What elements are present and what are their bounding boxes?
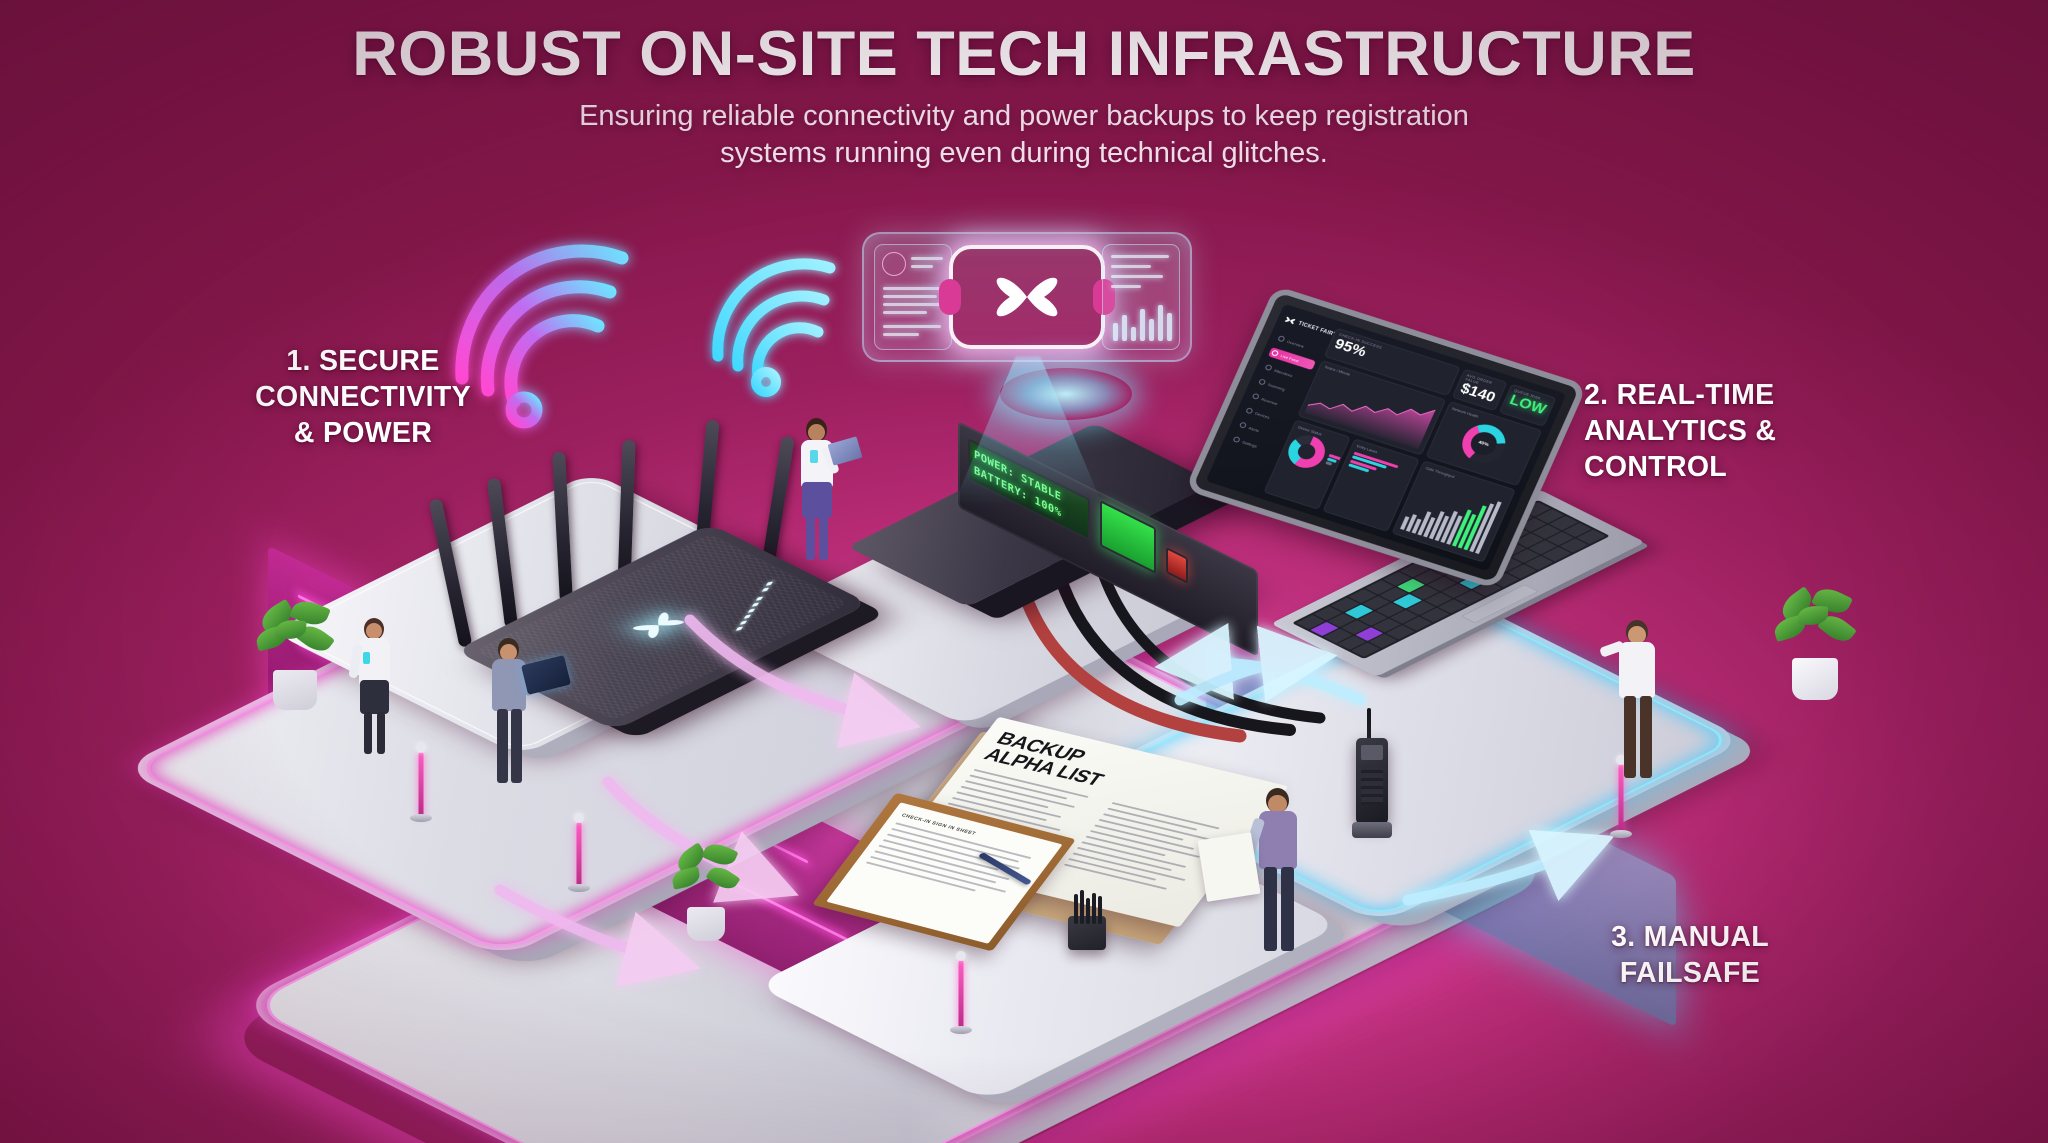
backup-paper-stack: BACKUP ALPHA LIST: [812, 690, 1320, 990]
header: ROBUST ON-SITE TECH INFRASTRUCTURE Ensur…: [0, 22, 2048, 172]
butterfly-logo-icon: [633, 612, 685, 639]
butterfly-logo-icon: [996, 277, 1058, 317]
ups-power-button[interactable]: [1166, 546, 1188, 584]
wifi-signal-icon-secondary: [710, 258, 840, 397]
callout-line-3: CONTROL: [1584, 450, 1727, 483]
sidebar-item-label: Live Feed: [1280, 352, 1300, 363]
callout-secure-connectivity: 1. SECURE CONNECTIVITY & POWER: [218, 344, 508, 452]
callout-line-1: 2. REAL-TIME: [1584, 379, 1775, 411]
subtitle-line-1: Ensuring reliable connectivity and power…: [579, 100, 1469, 133]
butterfly-logo-icon: [1284, 316, 1296, 325]
potted-plant-icon: [1771, 583, 1858, 700]
staff-person-desk: [1197, 788, 1310, 956]
dashboard-brand-name: TICKET FAIRY: [1297, 320, 1338, 338]
queue-stanchion-icon: [948, 951, 974, 1034]
laptop-lid: TICKET FAIRY Overview Live Feed Attendee…: [1193, 292, 1579, 583]
kpi-value: LOW: [1506, 391, 1549, 419]
analytics-laptop[interactable]: TICKET FAIRY Overview Live Feed Attendee…: [1193, 292, 1694, 677]
pen-cup: [1068, 890, 1106, 950]
callout-line-3: & POWER: [293, 416, 433, 449]
staff-person-ups: [790, 418, 863, 568]
chart-gate-throughput: Gate Throughput: [1391, 460, 1516, 563]
callout-real-time-analytics: 2. REAL-TIME ANALYTICS & CONTROL: [1584, 378, 1884, 486]
dashboard-brand: TICKET FAIRY: [1282, 314, 1337, 338]
walkie-talkie-icon: [1352, 708, 1392, 838]
sidebar-item-label: Settings: [1241, 439, 1259, 449]
callout-line-2: CONNECTIVITY: [255, 380, 471, 413]
staff-person-left: [348, 618, 402, 758]
queue-stanchion-icon: [1608, 755, 1634, 838]
sidebar-item-label: Alerts: [1248, 424, 1261, 433]
potted-plant-icon: [670, 839, 742, 941]
queue-stanchion-icon: [566, 813, 592, 892]
dashboard-sidebar[interactable]: TICKET FAIRY Overview Live Feed Attendee…: [1214, 312, 1337, 491]
staff-person-right: [1599, 620, 1668, 782]
hologram-projector-ring: [1000, 368, 1132, 420]
sidebar-item-label: Overview: [1286, 338, 1306, 349]
router-chassis: [454, 523, 870, 731]
router-status-leds: [735, 573, 782, 631]
hologram-right-panel: [1102, 244, 1180, 350]
callout-line-1: 1. SECURE: [286, 345, 440, 377]
sidebar-item-label: Revenue: [1260, 396, 1279, 406]
dashboard-screen[interactable]: TICKET FAIRY Overview Live Feed Attendee…: [1205, 303, 1567, 572]
callout-manual-failsafe: 3. MANUAL FAILSAFE: [1540, 920, 1840, 992]
hologram-display: [862, 232, 1192, 362]
donut-chart: [1282, 430, 1331, 473]
dashboard-grid: Check-in Success 95% Avg Order Value $14…: [1263, 327, 1557, 563]
sidebar-item-label: Devices: [1254, 410, 1271, 420]
page-title: ROBUST ON-SITE TECH INFRASTRUCTURE: [352, 19, 1696, 89]
router-antenna: [552, 451, 573, 603]
hologram-ticket-frame: [949, 245, 1105, 349]
staff-person-tablet: [480, 638, 571, 788]
callout-line-2: ANALYTICS &: [1584, 414, 1777, 447]
page-subtitle: Ensuring reliable connectivity and power…: [0, 98, 2048, 172]
potted-plant-icon: [252, 596, 338, 710]
router-antenna: [486, 477, 519, 629]
wifi-router[interactable]: [428, 419, 882, 731]
sidebar-item-label: Attendees: [1273, 367, 1294, 378]
callout-line-2: FAILSAFE: [1619, 956, 1761, 989]
callout-line-1: 3. MANUAL: [1611, 921, 1769, 953]
sidebar-item-label: Scanning: [1267, 381, 1286, 392]
chart-scans-per-minute: Scans / Minute: [1297, 359, 1446, 456]
wifi-signal-icon: [452, 238, 642, 429]
subtitle-line-2: systems running even during technical gl…: [720, 137, 1328, 170]
queue-stanchion-icon: [408, 743, 434, 822]
held-paper: [1197, 832, 1261, 902]
